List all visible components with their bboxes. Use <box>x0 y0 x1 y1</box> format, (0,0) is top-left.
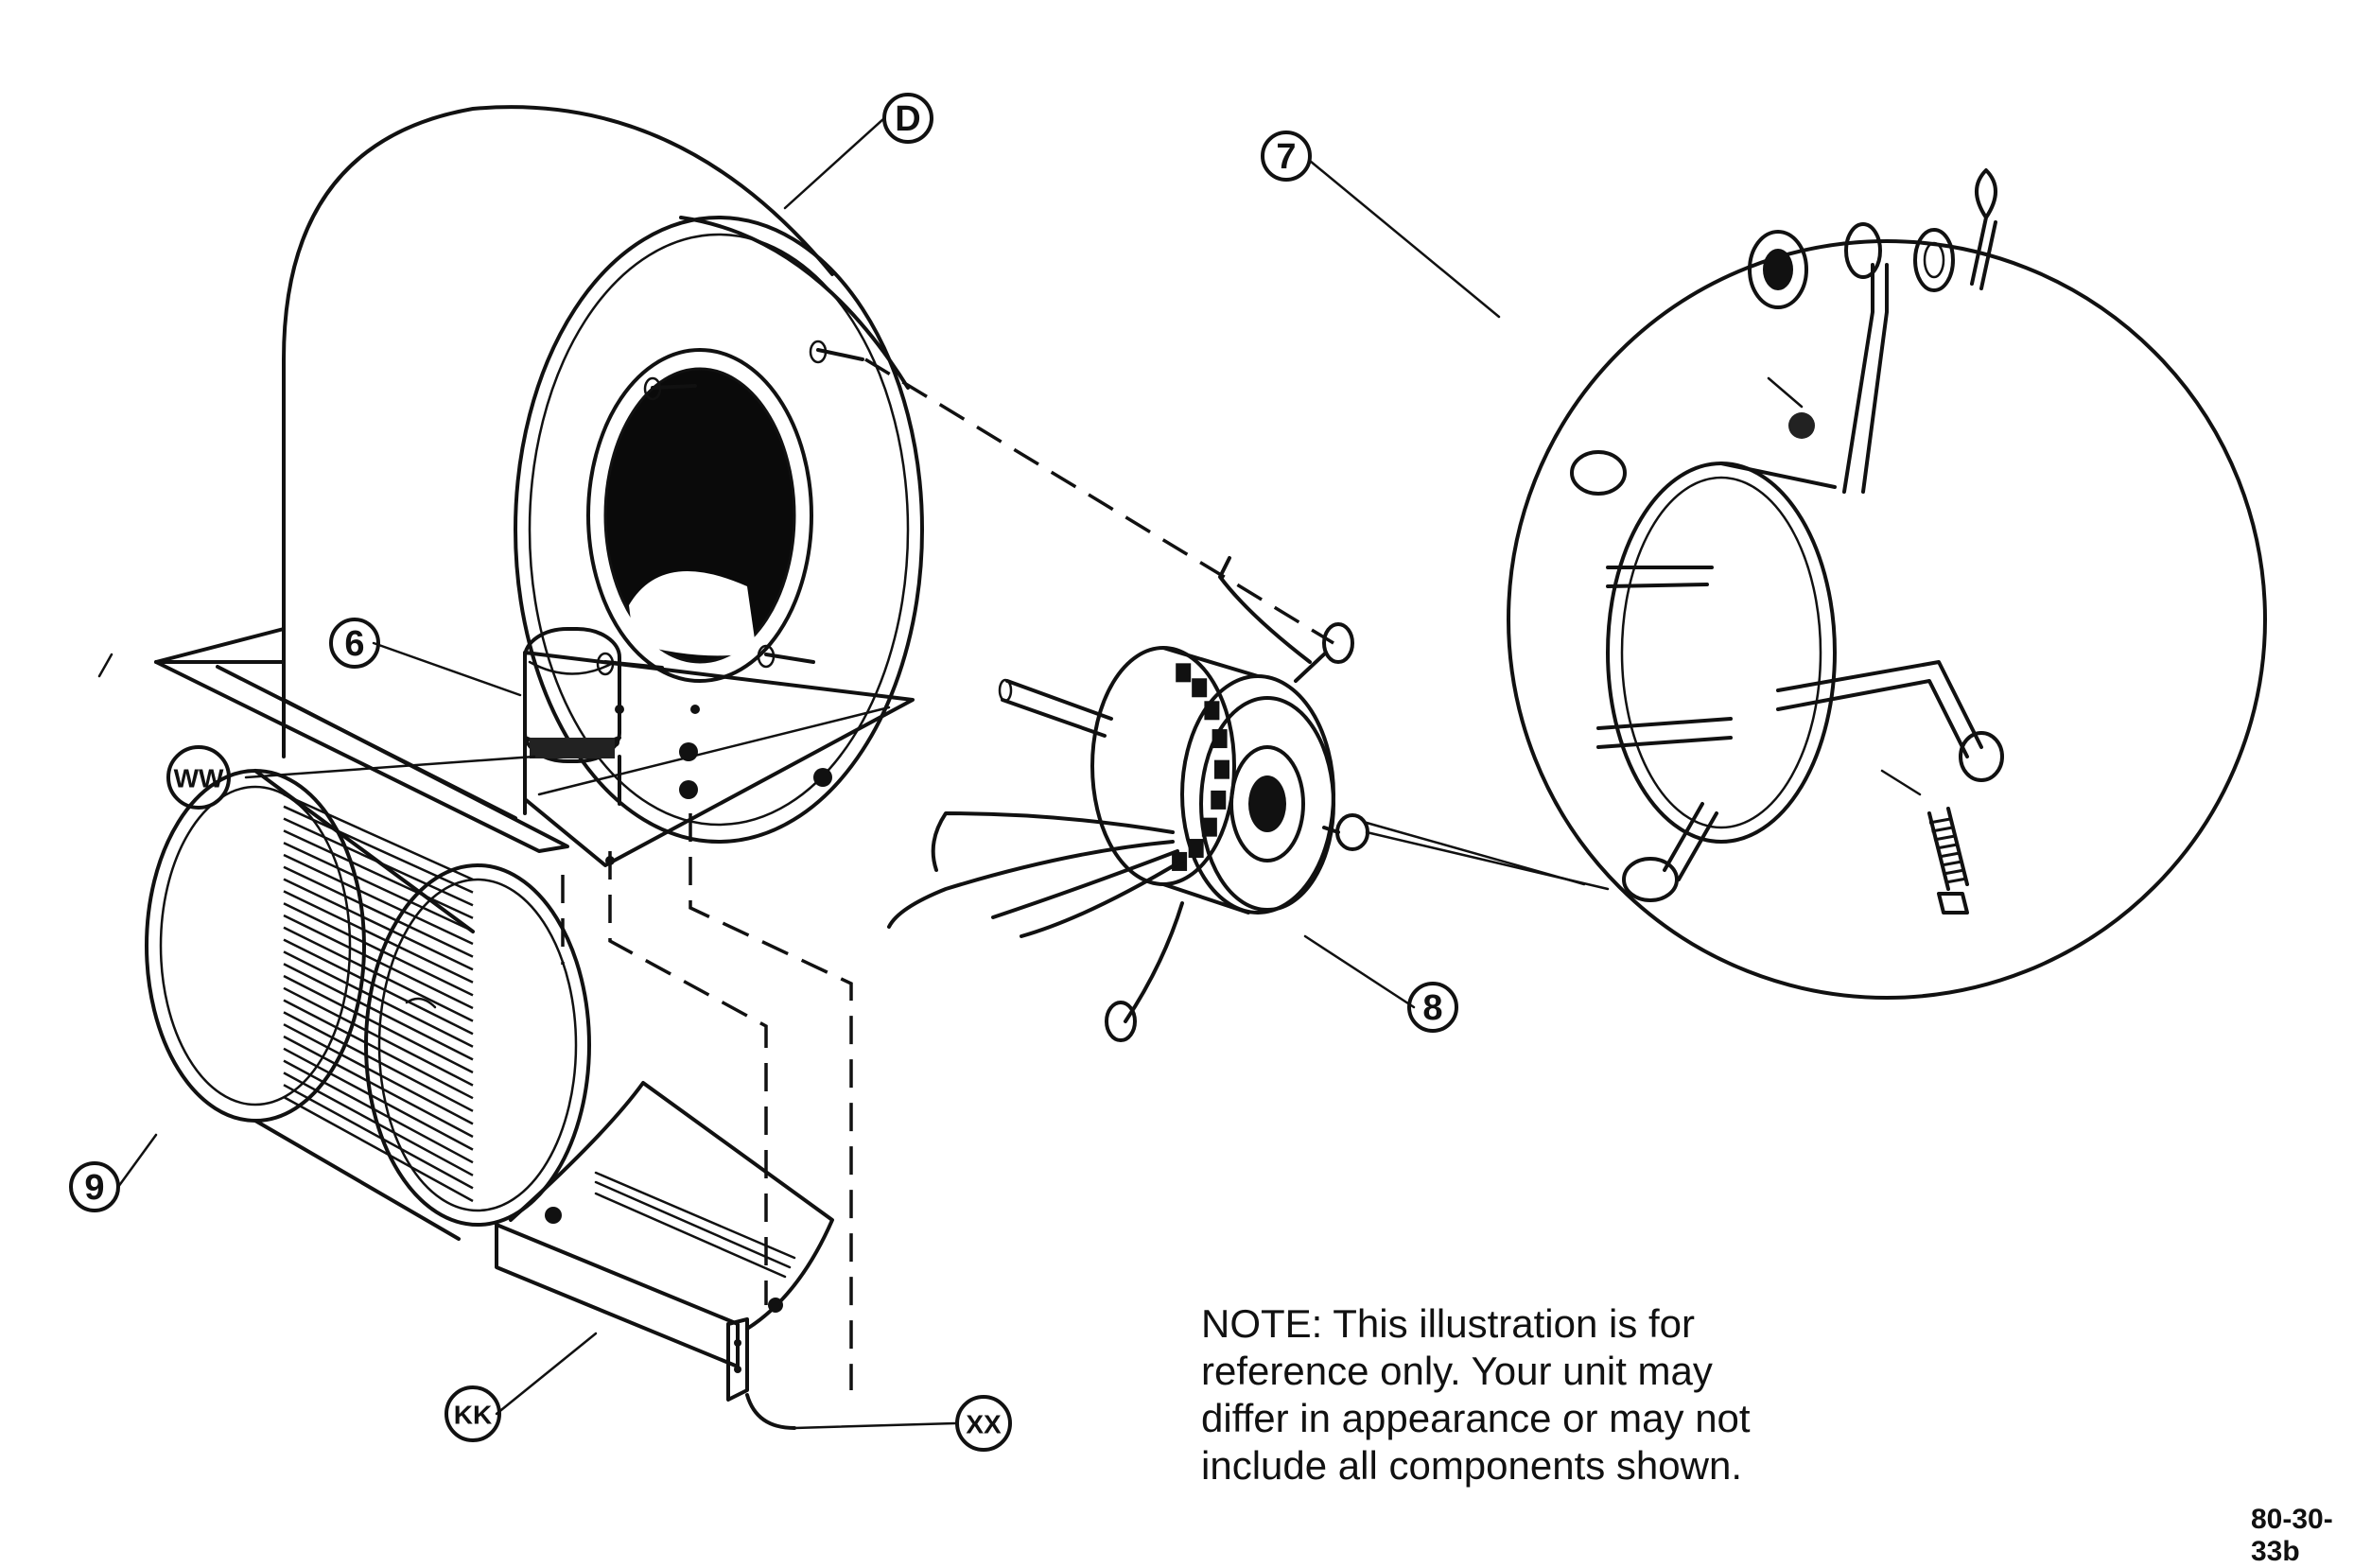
note-line: NOTE: This illustration is for <box>1201 1301 1696 1346</box>
leader-lines <box>97 116 1501 1430</box>
blower-wheel <box>145 769 591 1241</box>
note-line: differ in appearance or may not <box>1201 1396 1751 1440</box>
callout-D: D <box>882 93 933 144</box>
blower-motor <box>887 556 1369 1042</box>
callout-label: 9 <box>84 1168 104 1208</box>
note-line: reference only. Your unit may <box>1201 1349 1713 1393</box>
callout-label: 6 <box>344 624 364 664</box>
callout-label: KK <box>454 1401 492 1430</box>
callout-XX: XX <box>955 1395 1012 1452</box>
blower-housing <box>154 105 924 867</box>
reference-note: NOTE: This illustration is for reference… <box>1201 1300 1806 1490</box>
figure-id: 80-30-33b <box>2251 1504 2333 1567</box>
capacitor <box>523 627 621 815</box>
cutoff-plate <box>495 1081 834 1430</box>
assembly-paths <box>561 357 1334 1390</box>
callout-label: WW <box>174 764 224 793</box>
callout-WW: WW <box>166 745 231 810</box>
callout-8: 8 <box>1407 982 1458 1033</box>
blower-assembly-diagram: D 7 6 WW 8 9 KK XX <box>69 93 2267 1452</box>
callout-7: 7 <box>1261 131 1312 182</box>
callout-label: XX <box>966 1410 1002 1439</box>
motor-mount-detail <box>1365 168 2267 1000</box>
callout-label: D <box>895 99 920 139</box>
callout-9: 9 <box>69 1161 120 1212</box>
callout-label: 7 <box>1276 137 1296 177</box>
note-line: include all components shown. <box>1201 1443 1743 1488</box>
callout-label: 8 <box>1422 988 1442 1028</box>
callout-KK: KK <box>445 1385 501 1442</box>
callout-6: 6 <box>329 618 380 669</box>
